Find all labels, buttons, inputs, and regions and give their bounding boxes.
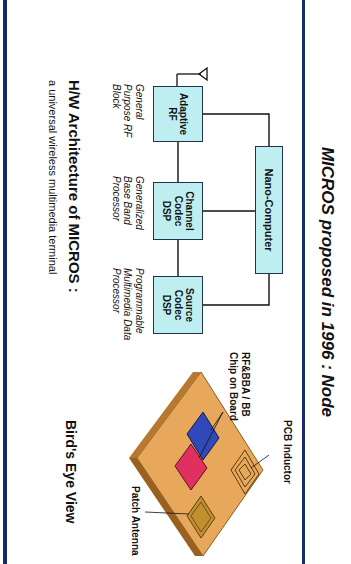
part-label: Bird's Eye View bbox=[63, 420, 79, 550]
top-rule bbox=[302, 0, 305, 564]
leader-lines bbox=[145, 412, 269, 514]
part-label: RF&BBA / BB Chip on Board bbox=[228, 352, 251, 424]
block-description: Generalized Base Band Processor bbox=[111, 176, 146, 248]
part-label: Patch Antenna bbox=[130, 486, 142, 556]
box-label: Source Codec DSP bbox=[161, 281, 196, 329]
connector bbox=[203, 210, 255, 211]
connector bbox=[203, 114, 269, 146]
caption-text: H/W Architecture of MICROS : bbox=[66, 80, 83, 350]
block-description: General Purpose RF Block bbox=[111, 84, 146, 146]
process-box: Adaptive RF bbox=[153, 86, 203, 142]
box-label: Nano-Computer bbox=[263, 168, 276, 251]
rf-chip bbox=[175, 444, 207, 490]
antenna-symbol bbox=[177, 68, 207, 86]
box-label: Channel Codec DSP bbox=[161, 187, 196, 235]
process-box: Source Codec DSP bbox=[153, 276, 203, 334]
patch-antenna bbox=[187, 496, 215, 538]
box-label: Adaptive RF bbox=[167, 91, 190, 137]
caption-text: a universal wireless multimedia terminal bbox=[46, 80, 59, 350]
title: MICROS proposed in 1996 : Node bbox=[317, 0, 337, 564]
connector bbox=[177, 240, 178, 276]
block-description: Programmable Multimedia Data Processor bbox=[111, 268, 146, 354]
controller-box: Nano-Computer bbox=[255, 146, 283, 274]
pcb-inductor bbox=[231, 450, 259, 494]
connector bbox=[177, 142, 178, 182]
part-label: PCB Inductor bbox=[282, 420, 294, 490]
connector bbox=[203, 274, 269, 305]
bottom-rule bbox=[3, 0, 7, 564]
process-box: Channel Codec DSP bbox=[153, 182, 203, 240]
